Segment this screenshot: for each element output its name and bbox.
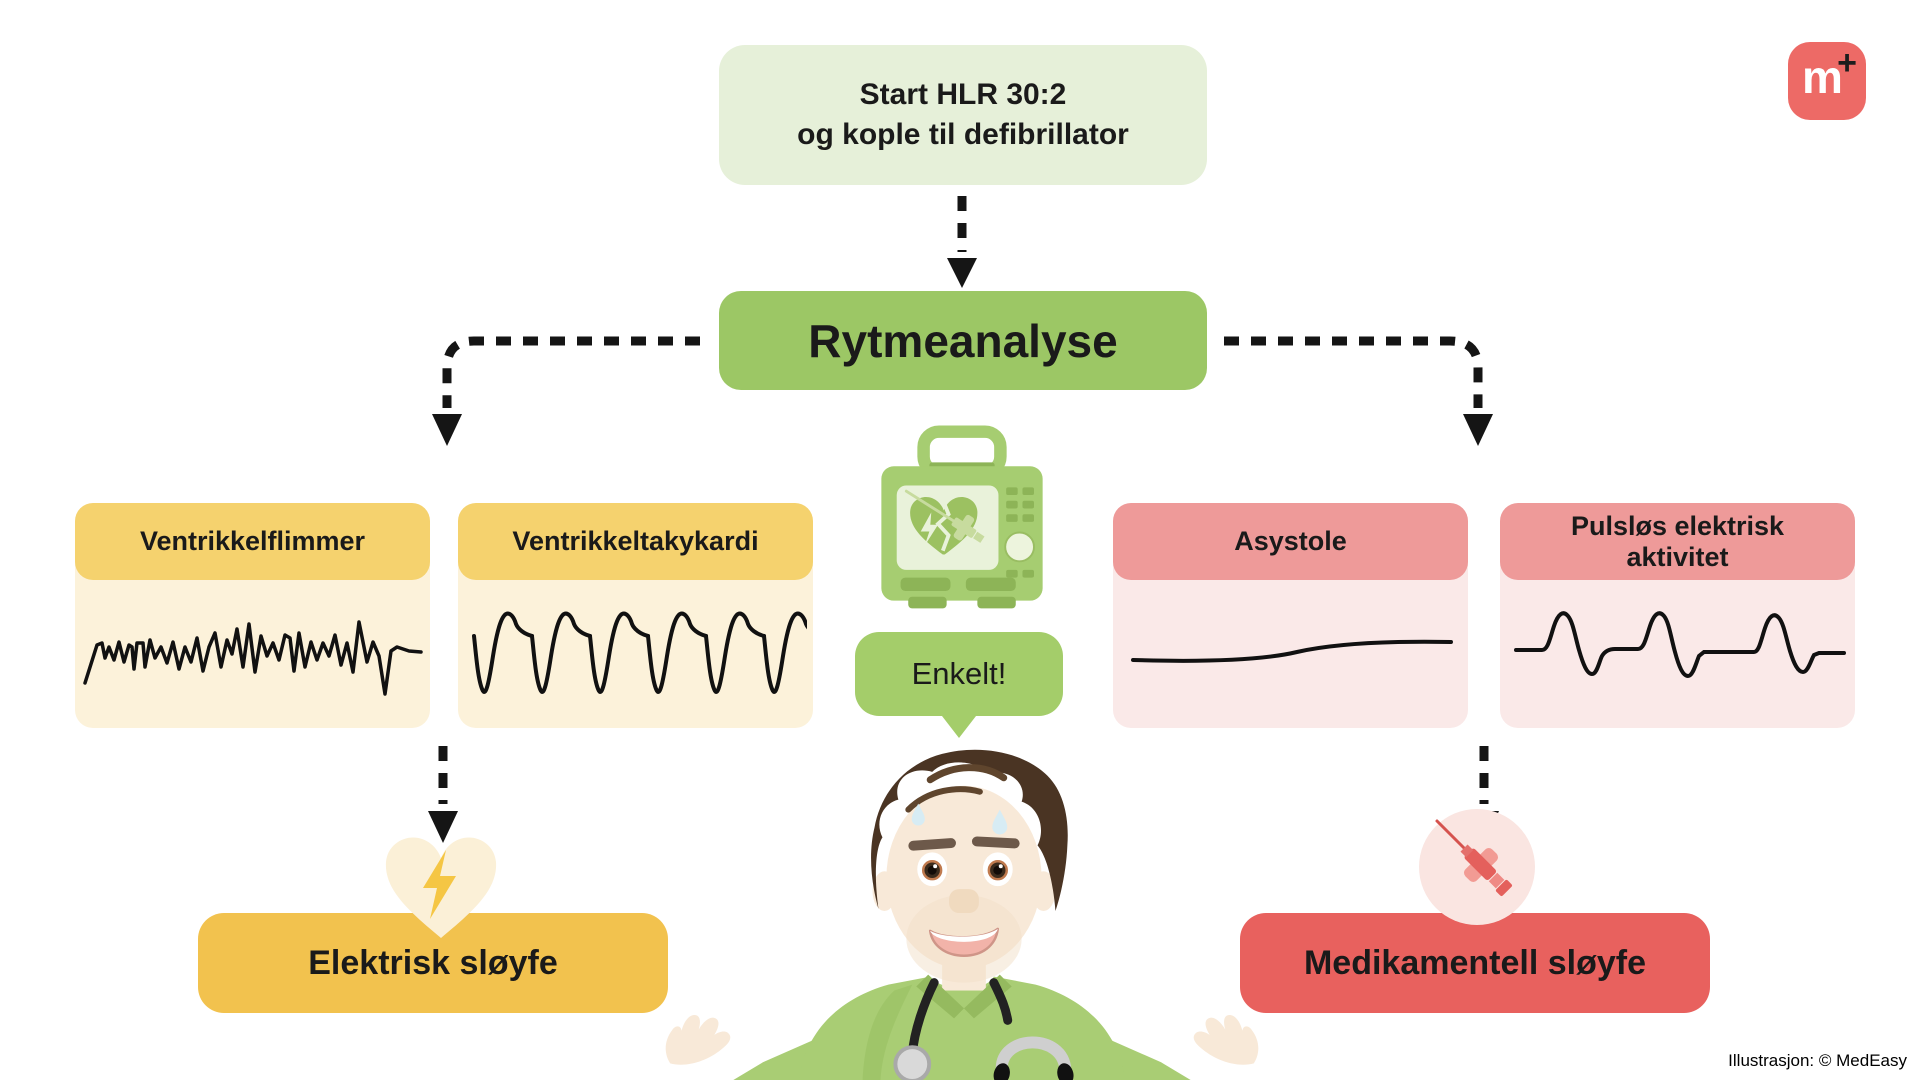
- rhythm-analysis-box: Rytmeanalyse: [719, 291, 1207, 390]
- ventricular-tachycardia-ecg: [472, 611, 807, 695]
- doctor-mouth: [928, 927, 1000, 957]
- doctor-hair: [871, 749, 1068, 911]
- arrow-start-to-rhythm: [947, 196, 977, 288]
- doctor-torso: [798, 976, 1126, 1080]
- medication-loop-box: Medikamentell sløyfe: [1240, 913, 1710, 1013]
- vt-card-header: Ventrikkeltakykardi: [458, 503, 813, 580]
- arrow-shockable-to-electric: [428, 746, 458, 843]
- doctor-mascot: [665, 749, 1259, 1080]
- start-cpr-box: Start HLR 30:2 og kople til defibrillato…: [719, 45, 1207, 185]
- pea-card-header: Pulsløs elektrisk aktivitet: [1500, 503, 1855, 580]
- syringe-icon-circle: [1419, 809, 1535, 925]
- sweat-drops: [911, 803, 1008, 835]
- flatline-ecg: [1131, 639, 1453, 663]
- stethoscope: [893, 978, 1074, 1080]
- vf-card-header: Ventrikkelflimmer: [75, 503, 430, 580]
- heart-lightning-icon: [385, 837, 497, 938]
- doctor-right-hand: [1193, 1015, 1259, 1065]
- arrow-rhythm-to-nonshockable: [1224, 336, 1493, 446]
- pea-ecg: [1514, 611, 1846, 679]
- medeasy-logo: m +: [1788, 42, 1866, 120]
- attribution-text: Illustrasjon: © MedEasy: [1728, 1051, 1907, 1070]
- logo-plus: +: [1837, 44, 1857, 82]
- defibrillator-illustration: [881, 425, 1043, 609]
- defib-buttons: [1006, 487, 1034, 578]
- doctor-eyebrows: [908, 836, 1020, 851]
- syringe-icon: [1435, 819, 1512, 896]
- start-cpr-line2: og kople til defibrillator: [797, 118, 1129, 151]
- speech-bubble: Enkelt!: [855, 632, 1063, 716]
- asystole-card-header: Asystole: [1113, 503, 1468, 580]
- start-cpr-line1: Start HLR 30:2: [859, 78, 1067, 111]
- defib-screen-syringe: [904, 489, 985, 543]
- doctor-left-hand: [665, 1015, 731, 1065]
- ventricular-fibrillation-ecg: [83, 620, 423, 696]
- doctor-nose: [949, 889, 979, 913]
- defib-dial: [1004, 531, 1035, 563]
- arrow-rhythm-to-shockable: [432, 336, 700, 446]
- logo-letter: m: [1802, 51, 1843, 103]
- doctor-eyes: [917, 852, 1013, 887]
- lightning-bolt-icon: [423, 850, 456, 919]
